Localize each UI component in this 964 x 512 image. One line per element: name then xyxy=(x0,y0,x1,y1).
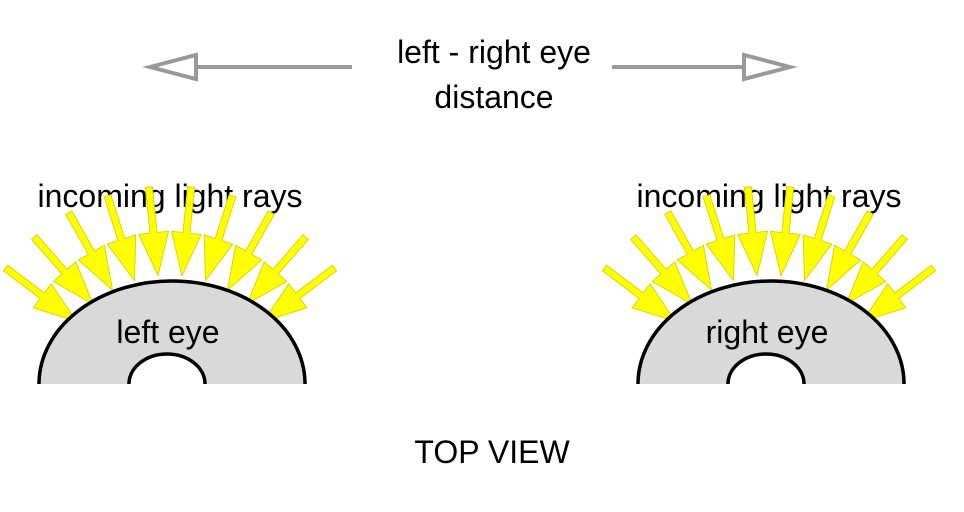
light-ray-arrow xyxy=(170,186,203,278)
light-ray-arrow xyxy=(769,186,802,278)
light-ray-arrow xyxy=(30,233,94,306)
right-arrow-head xyxy=(742,52,798,82)
light-ray-arrow xyxy=(226,210,275,292)
light-ray-arrow xyxy=(702,194,736,282)
light-ray-arrow xyxy=(736,186,769,278)
light-ray-arrow xyxy=(601,264,677,323)
light-ray-arrow xyxy=(103,194,137,282)
right-eye-label: right eye xyxy=(706,314,829,350)
light-ray-arrow xyxy=(2,264,78,323)
view-label: TOP VIEW xyxy=(414,434,570,470)
light-ray-arrow xyxy=(802,194,836,282)
distance-label-line1: left - right eye xyxy=(397,34,591,70)
left-light-rays xyxy=(2,186,338,323)
right-light-rays xyxy=(601,186,937,323)
distance-label-line2: distance xyxy=(434,79,553,115)
light-ray-arrow xyxy=(137,186,170,278)
right-eye-pupil xyxy=(726,352,806,385)
distance-arrows xyxy=(142,52,798,82)
left-eye-label: left eye xyxy=(116,314,219,350)
right-rays-label: incoming light rays xyxy=(637,178,902,214)
light-ray-arrow xyxy=(203,194,237,282)
left-rays-label: incoming light rays xyxy=(38,178,303,214)
left-eye-shape xyxy=(37,279,307,385)
light-ray-arrow xyxy=(825,210,874,292)
light-ray-arrow xyxy=(664,210,713,292)
light-ray-arrow xyxy=(861,264,937,323)
light-ray-arrow xyxy=(65,210,114,292)
light-ray-arrow xyxy=(845,233,909,306)
light-ray-arrow xyxy=(629,233,693,306)
right-eye-shape xyxy=(636,279,906,385)
left-eye-pupil xyxy=(127,352,207,385)
light-ray-arrow xyxy=(246,233,310,306)
light-ray-arrow xyxy=(262,264,338,323)
left-arrow-head xyxy=(142,52,198,82)
